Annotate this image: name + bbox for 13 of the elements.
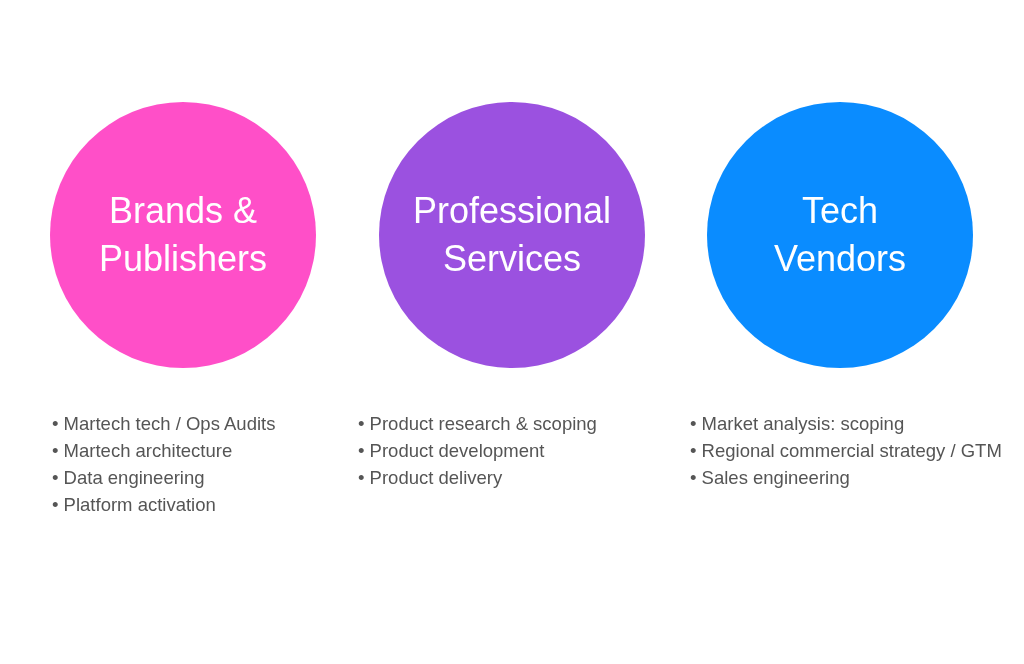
circle-title: Tech Vendors xyxy=(772,189,908,281)
bullet-item: • Data engineering xyxy=(52,466,206,490)
bullet-item: • Sales engineering xyxy=(689,466,851,490)
circle-title: Professional Services xyxy=(411,189,613,281)
bullet-item: • Regional commercial strategy / GTM xyxy=(689,439,1003,463)
bullet-item: • Product research & scoping xyxy=(358,412,598,436)
circle-title: Brands & Publishers xyxy=(97,189,269,281)
bullet-item: • Product delivery xyxy=(358,466,504,490)
bullet-item: • Platform activation xyxy=(52,493,217,517)
bullet-item: • Martech architecture xyxy=(52,439,234,463)
bullet-item: • Martech tech / Ops Audits xyxy=(52,412,277,436)
bullet-item: • Product development xyxy=(358,439,546,463)
bullet-item: • Market analysis: scoping xyxy=(689,412,906,436)
